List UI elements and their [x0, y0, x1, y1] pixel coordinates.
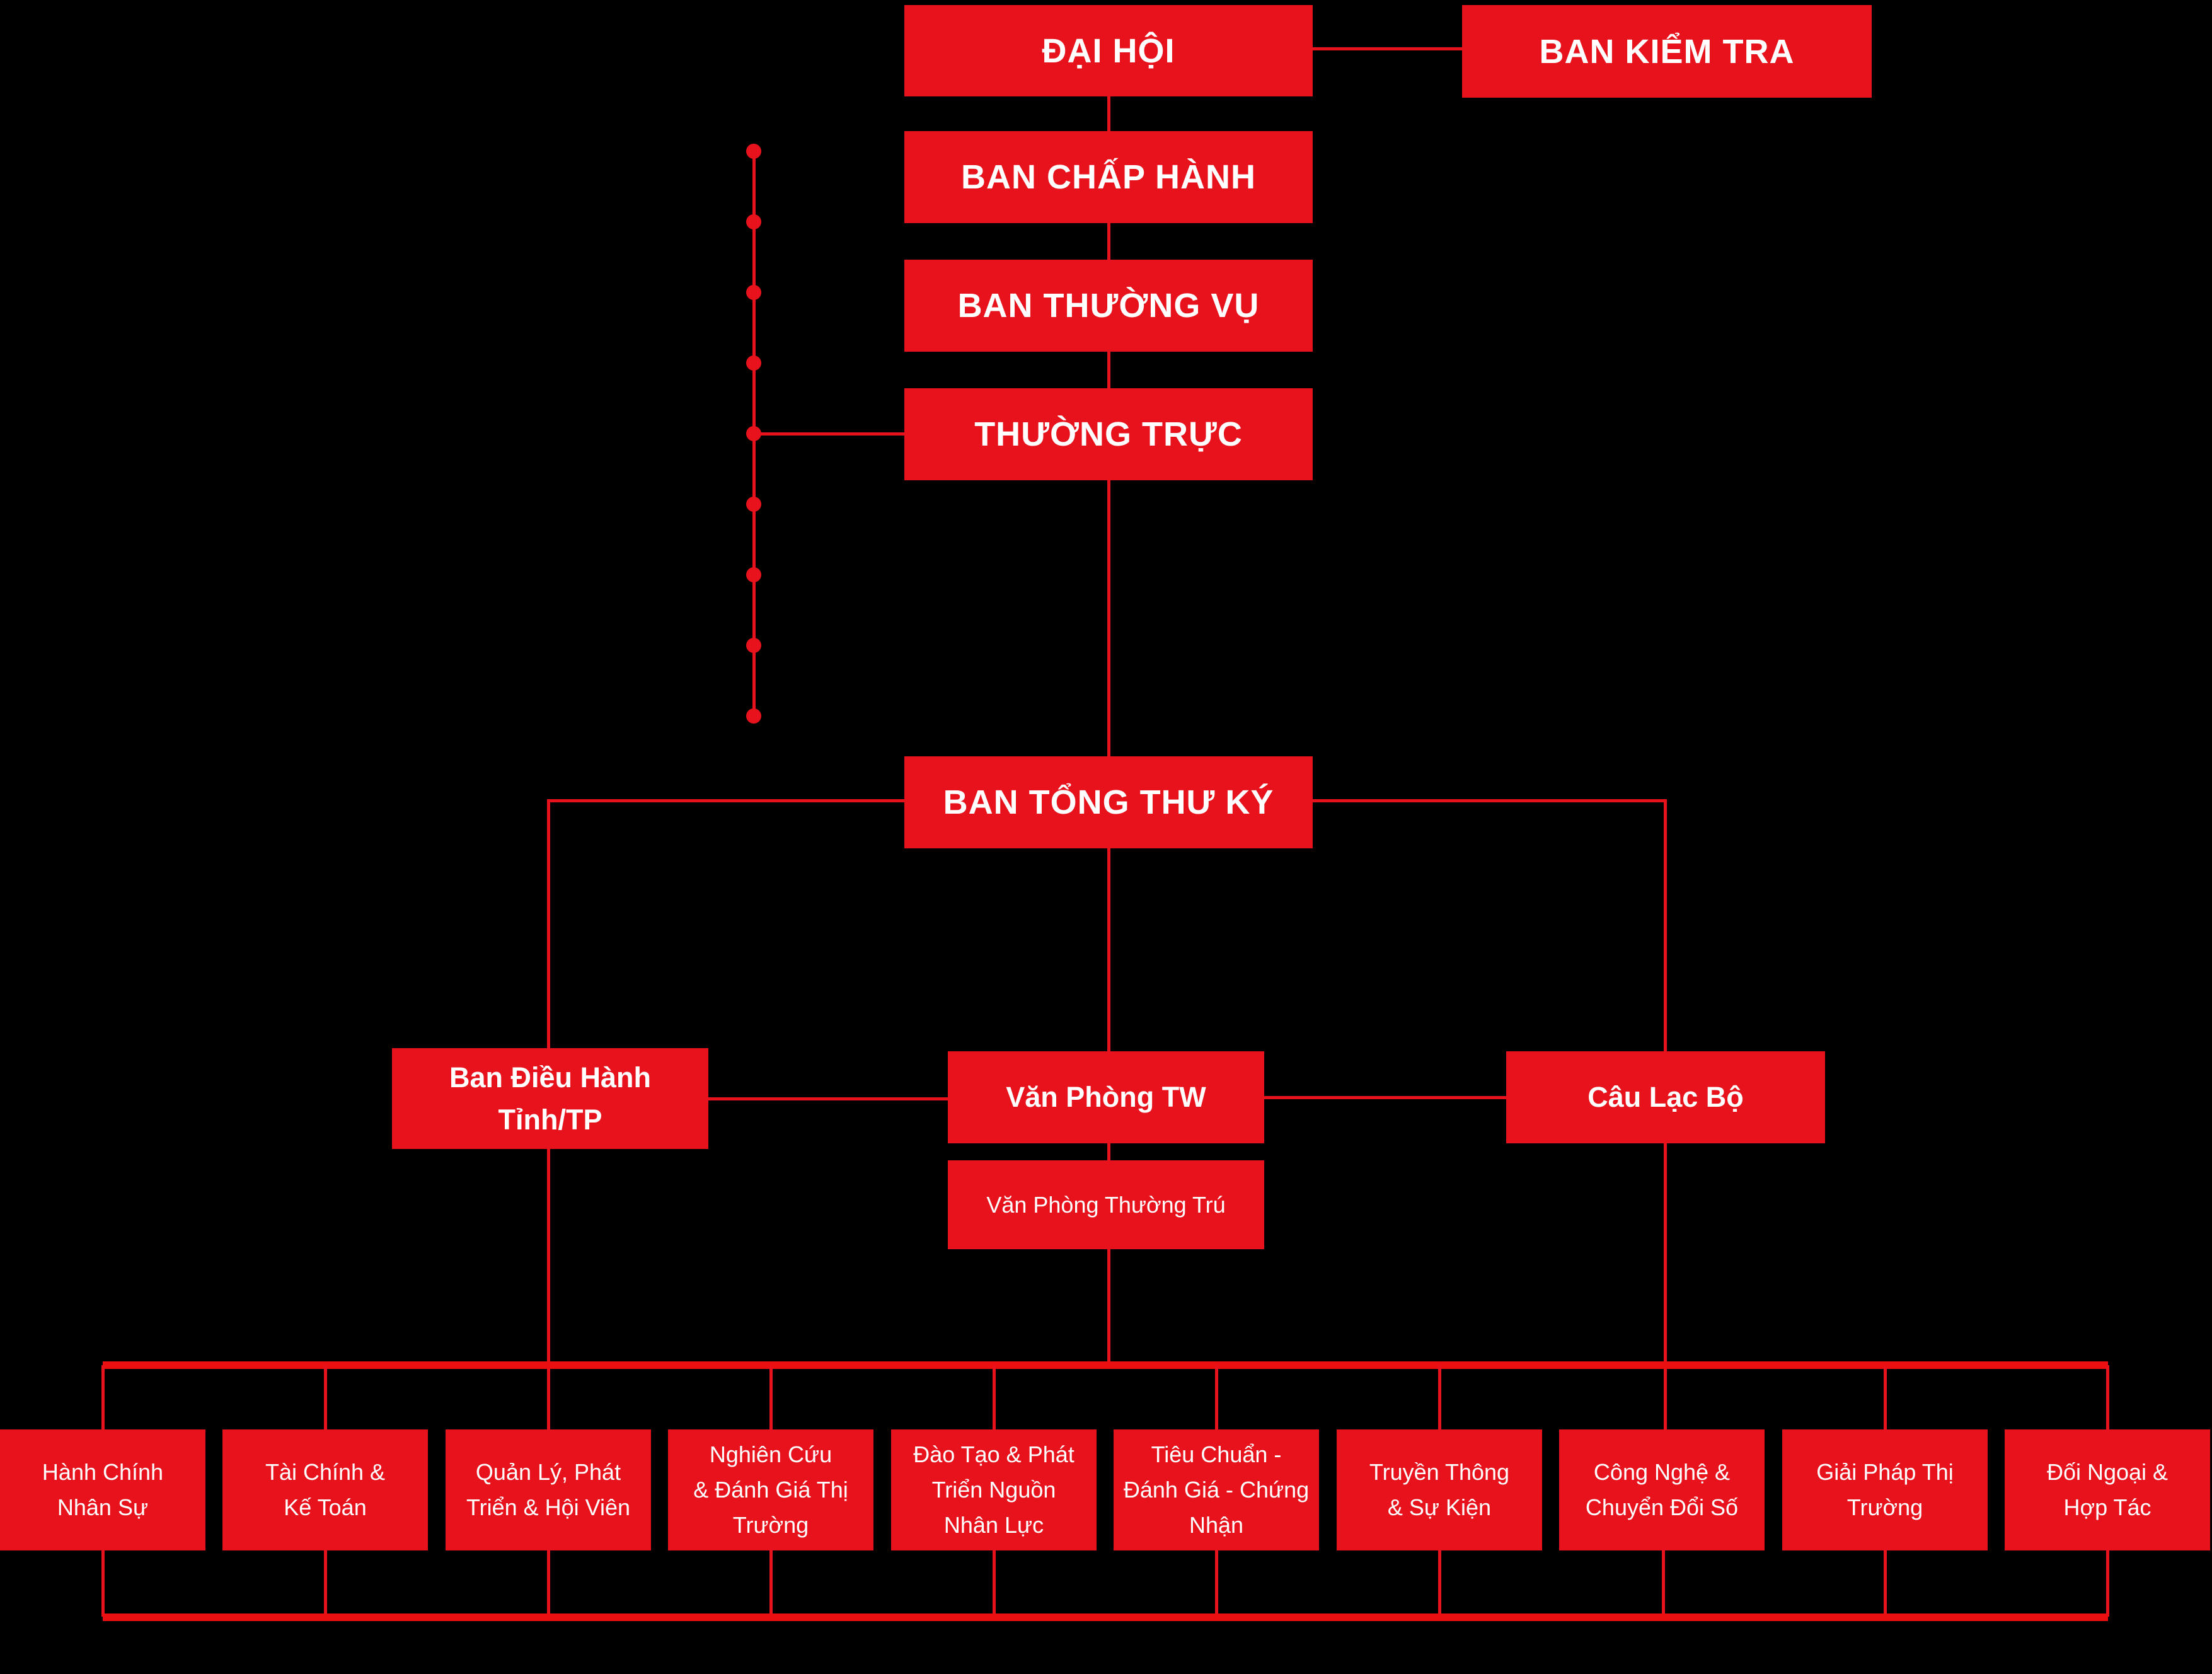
stub-bottom-dept5 [993, 1550, 996, 1617]
drop-vanphongtw-bus [1107, 1249, 1110, 1365]
branch-dot [746, 567, 761, 582]
stub-top-dept9 [1884, 1365, 1887, 1429]
stub-top-dept4 [769, 1365, 773, 1429]
stub-top-dept2 [324, 1365, 327, 1429]
stub-bottom-dept10 [2106, 1550, 2109, 1617]
stub-bottom-dept4 [769, 1550, 773, 1617]
drop-bandieuhanh-bus [547, 1149, 550, 1429]
node-thuong-truc: THƯỜNG TRỰC [904, 388, 1313, 480]
connector-banthuongvu-thuongtruc [1107, 352, 1110, 388]
branch-dot [746, 285, 761, 300]
node-dept-hanh-chinh-nhan-su: Hành Chính Nhân Sự [0, 1429, 205, 1550]
connector-daihoi-banchaphanh [1107, 95, 1110, 131]
branch-dot [746, 355, 761, 371]
node-cau-lac-bo: Câu Lạc Bộ [1506, 1051, 1825, 1143]
stub-bottom-dept1 [101, 1550, 105, 1617]
node-ban-dieu-hanh-tinh-tp: Ban Điều Hành Tỉnh/TP [392, 1048, 708, 1149]
connector-vanphongtw-vptt [1107, 1143, 1110, 1160]
node-ban-thuong-vu: BAN THƯỜNG VỤ [904, 260, 1313, 352]
branch-dot [746, 638, 761, 653]
stub-bottom-dept7 [1438, 1550, 1441, 1617]
connector-bttk-right-v [1664, 799, 1667, 1051]
connector-bttk-left-v [547, 799, 550, 1048]
node-van-phong-tw: Văn Phòng TW [948, 1051, 1264, 1143]
node-dai-hoi: ĐẠI HỘI [904, 5, 1313, 96]
connector-vanphongtw-caulacbo [1264, 1096, 1506, 1099]
connector-bandieuhanh-vanphongtw [708, 1097, 948, 1100]
node-dept-truyen-thong-su-kien: Truyền Thông & Sự Kiện [1337, 1429, 1542, 1550]
stub-top-dept5 [993, 1365, 996, 1429]
node-ban-kiem-tra: BAN KIỂM TRA [1462, 5, 1872, 98]
node-dept-doi-ngoai-hop-tac: Đối Ngoại & Hợp Tác [2005, 1429, 2210, 1550]
node-dept-giai-phap-thi-truong: Giải Pháp Thị Trường [1782, 1429, 1988, 1550]
node-dept-quan-ly-phat-trien-hoi-vien: Quản Lý, Phát Triển & Hội Viên [446, 1429, 651, 1550]
node-dept-tai-chinh-ke-toan: Tài Chính & Kế Toán [222, 1429, 428, 1550]
connector-bttk-right-h [1313, 799, 1665, 802]
stub-bottom-dept2 [324, 1550, 327, 1617]
stub-top-dept10 [2106, 1365, 2109, 1429]
branch-dot [746, 708, 761, 724]
connector-bttk-left-h [548, 799, 904, 802]
connector-bttk-vanphongtw [1107, 848, 1110, 1051]
departments-bus-bottom [103, 1613, 2108, 1621]
stub-top-dept1 [101, 1365, 105, 1429]
stub-bottom-dept8 [1662, 1550, 1665, 1617]
node-dept-dao-tao-phat-trien-nguon-nhan-luc: Đào Tạo & Phát Triển Nguồn Nhân Lực [891, 1429, 1097, 1550]
connector-dots-thuongtruc [754, 432, 904, 436]
stub-top-dept6 [1215, 1365, 1218, 1429]
branch-dot [746, 497, 761, 512]
stub-bottom-dept6 [1215, 1550, 1218, 1617]
node-dept-nghien-cuu-danh-gia-thi-truong: Nghiên Cứu & Đánh Giá Thị Trường [668, 1429, 873, 1550]
node-dept-cong-nghe-chuyen-doi-so: Công Nghệ & Chuyển Đổi Số [1559, 1429, 1765, 1550]
node-ban-chap-hanh: BAN CHẤP HÀNH [904, 131, 1313, 223]
connector-banchaphanh-banthuongvu [1107, 223, 1110, 260]
drop-caulacbo-bus [1664, 1143, 1667, 1429]
stub-bottom-dept9 [1884, 1550, 1887, 1617]
stub-top-dept7 [1438, 1365, 1441, 1429]
branch-dot [746, 144, 761, 159]
connector-daihoi-bankiemtra [1313, 47, 1462, 50]
node-dept-tieu-chuan-danh-gia-chung-nhan: Tiêu Chuẩn - Đánh Giá - Chứng Nhận [1114, 1429, 1319, 1550]
departments-bus-top [103, 1361, 2108, 1369]
stub-bottom-dept3 [547, 1550, 550, 1617]
branch-dot [746, 214, 761, 229]
node-ban-tong-thu-ky: BAN TỔNG THƯ KÝ [904, 756, 1313, 848]
node-van-phong-thuong-tru: Văn Phòng Thường Trú [948, 1160, 1264, 1249]
connector-thuongtruc-bantongthuky [1107, 480, 1110, 756]
